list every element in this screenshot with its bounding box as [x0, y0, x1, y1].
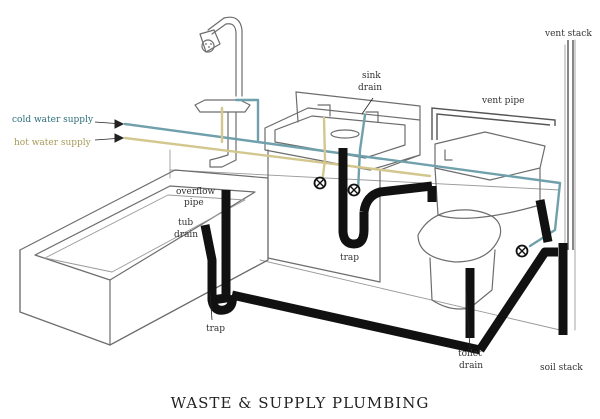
shower — [199, 16, 243, 97]
waste-pipes — [200, 148, 568, 355]
label-trap-sink: trap — [340, 253, 359, 263]
label-cold-water-supply: cold water supply — [12, 115, 94, 125]
label-sink-drain: sink — [362, 71, 381, 81]
vent-system — [431, 40, 574, 250]
label-toilet-drain-2: drain — [459, 361, 483, 371]
label-vent-stack: vent stack — [544, 29, 592, 39]
label-overflow-pipe: overflow — [176, 187, 216, 197]
label-vent-pipe: vent pipe — [481, 96, 524, 106]
label-sink-drain-2: drain — [358, 83, 382, 93]
bathtub — [19, 169, 269, 346]
label-overflow-pipe-2: pipe — [184, 198, 204, 208]
tub-faucet — [194, 99, 251, 168]
leader-lines — [94, 97, 471, 349]
label-soil-stack: soil stack — [540, 363, 583, 373]
label-hot-water-supply: hot water supply — [14, 138, 92, 148]
diagram-title: WASTE & SUPPLY PLUMBING — [171, 394, 430, 412]
valve-icon — [313, 176, 529, 258]
label-tub-drain-2: drain — [174, 230, 198, 240]
label-toilet-drain: toilet — [458, 349, 482, 359]
label-trap-tub: trap — [206, 324, 225, 334]
shower-head-icon — [199, 29, 221, 53]
label-tub-drain: tub — [178, 218, 193, 228]
